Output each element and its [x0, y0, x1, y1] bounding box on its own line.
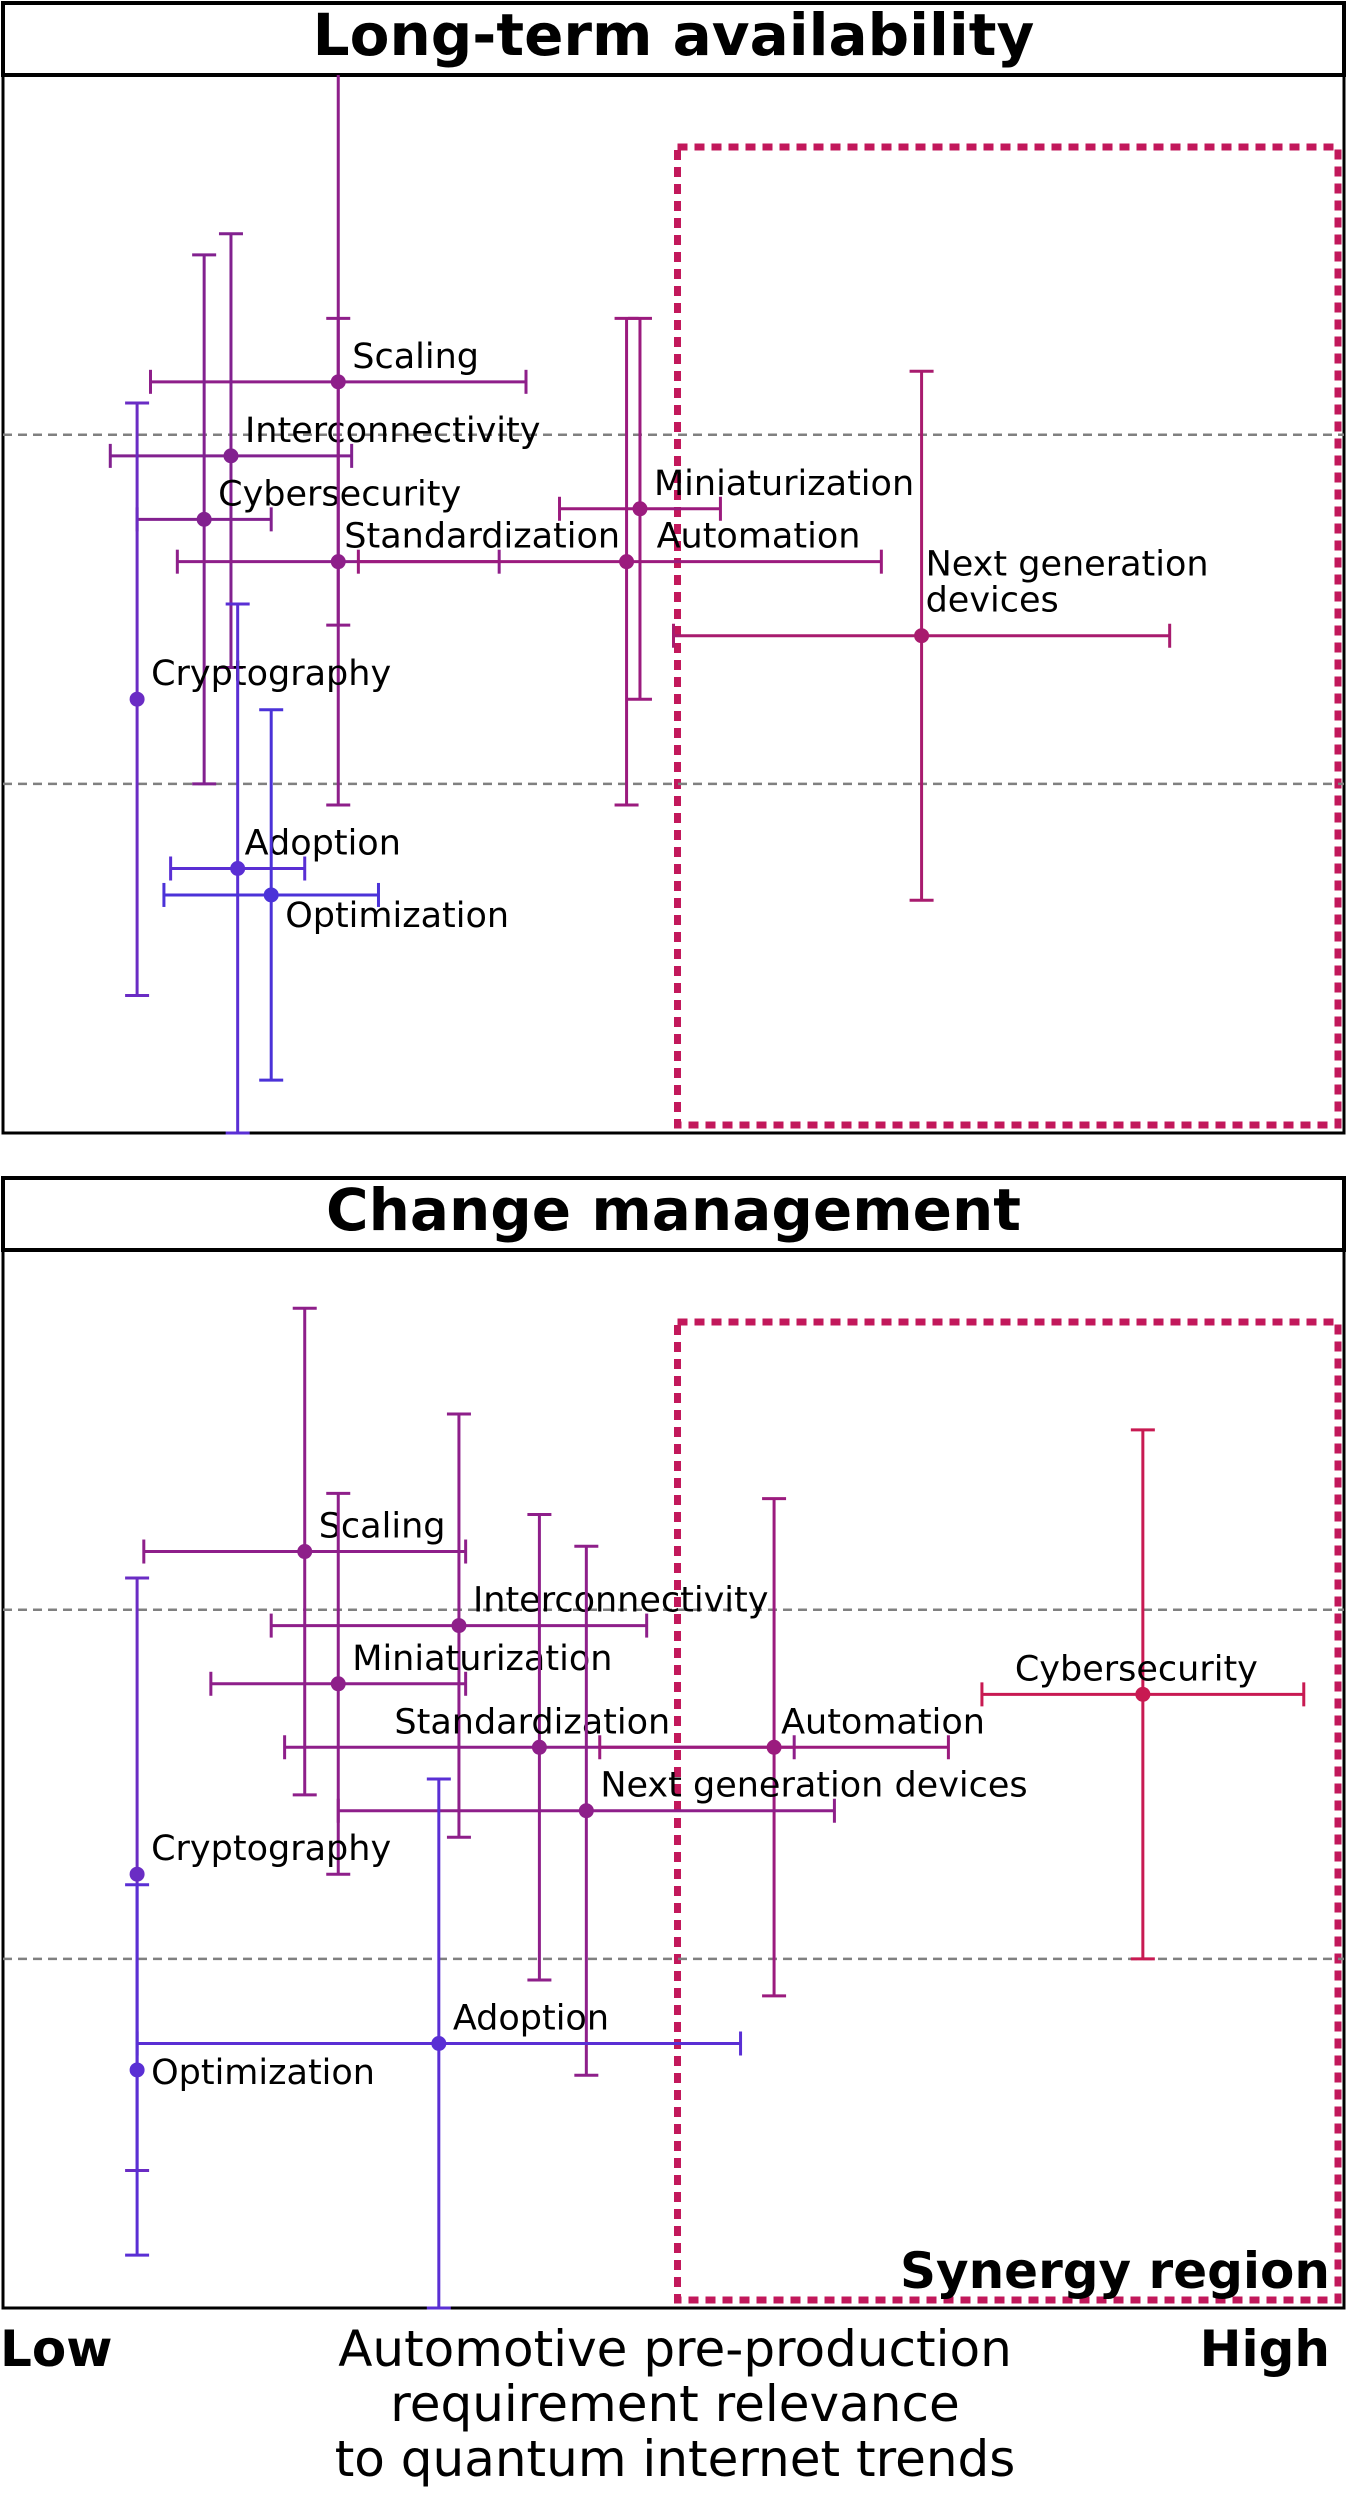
point-label: Next generation devices	[600, 1766, 1027, 1806]
point-label: Optimization	[285, 896, 509, 936]
point-label-line: Next generation	[926, 545, 1209, 585]
chart-panel-1: Long-term availabilityScalingInterconnec…	[1, 1, 1346, 1135]
synergy-region-label: Synergy region	[900, 2242, 1330, 2300]
point-marker	[451, 1618, 467, 1634]
data-point-scaling: Scaling	[142, 1306, 468, 1797]
point-label: Cybersecurity	[1015, 1649, 1258, 1689]
point-marker	[578, 1803, 594, 1819]
point-label: Scaling	[352, 337, 479, 377]
point-label: Automation	[781, 1702, 985, 1742]
data-point-scaling: Scaling	[149, 75, 528, 627]
point-label-line: devices	[926, 581, 1059, 621]
plot-frame	[1, 73, 1346, 1135]
point-marker	[330, 554, 346, 570]
panel-title: Long-term availability	[313, 1, 1035, 69]
point-label: Cryptography	[151, 654, 391, 694]
point-marker	[619, 554, 635, 570]
point-label: Optimization	[151, 2053, 375, 2093]
point-marker	[196, 511, 212, 527]
point-marker	[129, 2062, 145, 2078]
data-point-interconnectivity: Interconnectivity	[269, 1412, 769, 1839]
data-point-cybersecurity: Cybersecurity	[980, 1428, 1306, 1961]
point-label: Interconnectivity	[473, 1581, 769, 1621]
data-point-automation: Automation	[598, 1497, 985, 1998]
point-marker	[263, 887, 279, 903]
data-point-interconnectivity: Interconnectivity	[108, 232, 541, 669]
point-marker	[766, 1739, 782, 1755]
x-axis-label-line: to quantum internet trends	[335, 2430, 1016, 2488]
point-label: Automation	[657, 517, 861, 557]
point-marker	[531, 1739, 547, 1755]
point-marker	[914, 628, 930, 644]
point-label: Interconnectivity	[245, 411, 541, 451]
data-point-cryptography: Cryptography	[125, 1576, 391, 2172]
data-point-standardization: Standardization	[175, 316, 620, 807]
point-marker	[330, 1676, 346, 1692]
data-point-next-generation-devices: Next generation devices	[336, 1544, 1028, 2077]
point-marker	[632, 501, 648, 517]
x-axis-label-line: Automotive pre-production	[338, 2320, 1012, 2378]
chart-panel-2: Change managementScalingInterconnectivit…	[1, 1176, 1346, 2310]
point-label: Adoption	[245, 824, 401, 864]
point-marker	[1135, 1686, 1151, 1702]
x-axis-low-label: Low	[0, 2320, 112, 2378]
data-point-automation: Automation	[356, 316, 883, 807]
data-point-optimization: Optimization	[162, 708, 509, 1082]
x-axis-high-label: High	[1200, 2320, 1330, 2378]
point-marker	[129, 1866, 145, 1882]
point-label: Standardization	[344, 517, 620, 557]
point-label: Adoption	[453, 1999, 609, 2039]
data-point-adoption: Adoption	[135, 1777, 743, 2310]
point-marker	[223, 448, 239, 464]
data-point-optimization: Optimization	[125, 1883, 375, 2257]
point-label: Miniaturization	[352, 1639, 612, 1679]
point-label: Standardization	[394, 1702, 670, 1742]
point-marker	[129, 691, 145, 707]
point-marker	[230, 861, 246, 876]
panel-title: Change management	[326, 1176, 1021, 1244]
point-label: Cryptography	[151, 1829, 391, 1869]
point-marker	[431, 2036, 447, 2051]
data-point-cryptography: Cryptography	[125, 401, 391, 997]
point-label: Scaling	[319, 1507, 446, 1547]
point-marker	[297, 1544, 313, 1560]
data-point-miniaturization: Miniaturization	[558, 316, 914, 701]
x-axis-label-line: requirement relevance	[390, 2375, 959, 2433]
plot-frame	[1, 1248, 1346, 2310]
panel-title-box	[1, 1, 1346, 77]
data-point-standardization: Standardization	[283, 1513, 796, 1982]
point-label: Miniaturization	[654, 464, 914, 504]
